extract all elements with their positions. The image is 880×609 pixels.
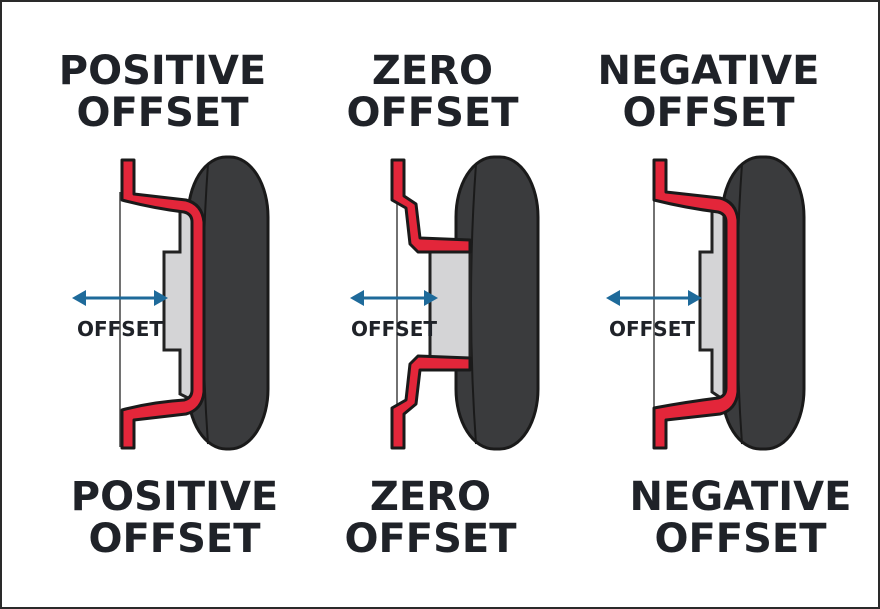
offset-arrow-icon [350,290,438,306]
hub-icon [428,248,472,360]
hub-icon [162,201,194,403]
wheel-illustration-zero: OFFSET [350,155,540,451]
panel-positive-offset: POSITIVE OFFSET OFFSET POSITIVE [2,2,295,607]
top-heading-negative: NEGATIVE OFFSET [562,50,855,134]
heading-line: OFFSET [88,516,261,562]
heading-line: NEGATIVE [629,474,852,520]
bottom-heading-negative: NEGATIVE OFFSET [594,476,880,560]
bottom-heading-positive: POSITIVE OFFSET [28,476,321,560]
panel-zero-offset: ZERO OFFSET OFFSET ZERO OFFSET [292,2,585,607]
wheel-rim-profile [652,158,740,450]
offset-arrow-icon [72,290,168,306]
wheel-illustration-negative: OFFSET [606,155,806,451]
heading-line: OFFSET [654,516,827,562]
heading-line: OFFSET [344,516,517,562]
offset-label: OFFSET [351,317,437,341]
heading-line: OFFSET [622,90,795,136]
wheel-rim-lower [390,354,472,450]
heading-line: POSITIVE [70,474,279,520]
bottom-heading-zero: ZERO OFFSET [284,476,577,560]
wheel-illustration-positive: OFFSET [72,155,270,451]
heading-line: ZERO [371,48,494,94]
wheel-rim-upper [390,158,472,254]
heading-line: OFFSET [76,90,249,136]
offset-label: OFFSET [77,317,163,341]
wheel-rim-profile [120,158,206,450]
panel-negative-offset: NEGATIVE OFFSET OFFSET NEGATIVE OFFSET [562,2,855,607]
heading-line: POSITIVE [58,48,267,94]
offset-arrow-icon [606,290,702,306]
top-heading-positive: POSITIVE OFFSET [16,50,309,134]
top-heading-zero: ZERO OFFSET [286,50,579,134]
heading-line: ZERO [369,474,492,520]
heading-line: NEGATIVE [597,48,820,94]
hub-icon [698,201,726,403]
heading-line: OFFSET [346,90,519,136]
offset-label: OFFSET [609,317,695,341]
